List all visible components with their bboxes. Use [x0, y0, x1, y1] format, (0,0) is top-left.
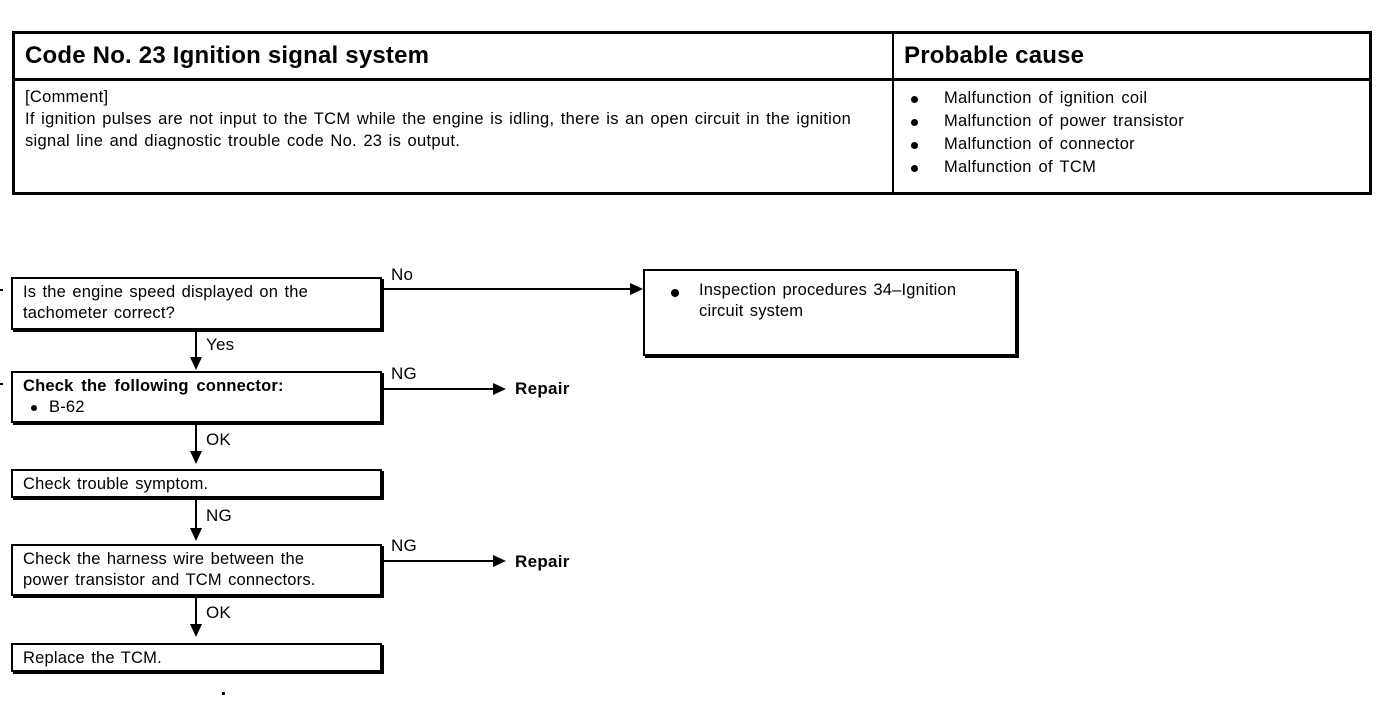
list-item: Malfunction of power transistor [904, 110, 1359, 133]
edge-yes-line [195, 332, 197, 360]
comment-text: If ignition pulses are not input to the … [25, 110, 852, 150]
terminal-repair-2: Repair [515, 552, 570, 571]
table-body-row: [Comment] If ignition pulses are not inp… [15, 81, 1369, 192]
terminal-repair-1: Repair [515, 379, 570, 398]
header-cell-code: Code No. 23 Ignition signal system [15, 34, 894, 78]
flow-node-line: power transistor and TCM connectors. [23, 571, 316, 589]
edge-ng1-line [382, 388, 495, 390]
flow-node-replace-tcm: Replace the TCM. [11, 643, 382, 672]
list-item: Malfunction of ignition coil [904, 87, 1359, 110]
edge-ok2-line [195, 598, 197, 627]
scan-artifact [222, 692, 225, 695]
list-item: Malfunction of TCM [904, 156, 1359, 179]
flow-node-harness-check: Check the harness wire between the power… [11, 544, 382, 596]
edge-no-arrowhead [630, 283, 643, 295]
flow-node-line: Check the harness wire between the [23, 550, 305, 568]
edge-ok2-arrowhead [190, 624, 202, 637]
code-title: Code No. 23 Ignition signal system [25, 42, 430, 69]
flow-node-line: Inspection procedures 34–Ignition [655, 280, 1007, 301]
flow-node-connector-check: Check the following connector: B-62 [11, 371, 382, 423]
edge-label-ok-2: OK [206, 603, 231, 622]
edge-ng2-line [195, 500, 197, 531]
flow-node-tachometer-check: Is the engine speed displayed on the tac… [11, 277, 382, 330]
probable-cause-title: Probable cause [904, 42, 1085, 69]
edge-ok1-line [195, 425, 197, 454]
table-header-row: Code No. 23 Ignition signal system Proba… [15, 34, 1369, 81]
flow-node-trouble-symptom: Check trouble symptom. [11, 469, 382, 498]
probable-cause-list: Malfunction of ignition coil Malfunction… [904, 81, 1359, 179]
edge-label-ng-3: NG [391, 536, 417, 555]
edge-label-yes: Yes [206, 335, 235, 354]
comment-cell: [Comment] If ignition pulses are not inp… [15, 81, 894, 192]
flow-node-line: Check trouble symptom. [23, 475, 209, 493]
edge-yes-arrowhead [190, 357, 202, 370]
flow-node-line: B-62 [23, 397, 372, 418]
probable-cause-cell: Malfunction of ignition coil Malfunction… [894, 81, 1369, 192]
flow-node-line: Replace the TCM. [23, 649, 162, 667]
edge-label-ng-1: NG [391, 364, 417, 383]
list-item: Malfunction of connector [904, 133, 1359, 156]
scan-artifact [0, 289, 3, 291]
comment-label: [Comment] [25, 88, 109, 106]
flow-node-line: circuit system [699, 302, 804, 320]
edge-ng3-arrowhead [493, 555, 506, 567]
edge-ng2-arrowhead [190, 528, 202, 541]
edge-ng3-line [382, 560, 495, 562]
flow-node-line: Check the following connector: [23, 377, 284, 395]
diagnostic-code-table: Code No. 23 Ignition signal system Proba… [12, 31, 1372, 195]
flow-node-line: tachometer correct? [23, 304, 176, 322]
scan-artifact [0, 383, 3, 385]
edge-ng1-arrowhead [493, 383, 506, 395]
header-cell-cause: Probable cause [894, 34, 1369, 78]
flow-node-inspection-procedures: Inspection procedures 34–Ignition circui… [643, 269, 1017, 356]
edge-no-line [382, 288, 632, 290]
edge-label-ok-1: OK [206, 430, 231, 449]
comment-block: [Comment] If ignition pulses are not inp… [25, 81, 882, 152]
flow-node-line: Is the engine speed displayed on the [23, 283, 308, 301]
edge-ok1-arrowhead [190, 451, 202, 464]
edge-label-ng-2: NG [206, 506, 232, 525]
edge-label-no: No [391, 265, 414, 284]
